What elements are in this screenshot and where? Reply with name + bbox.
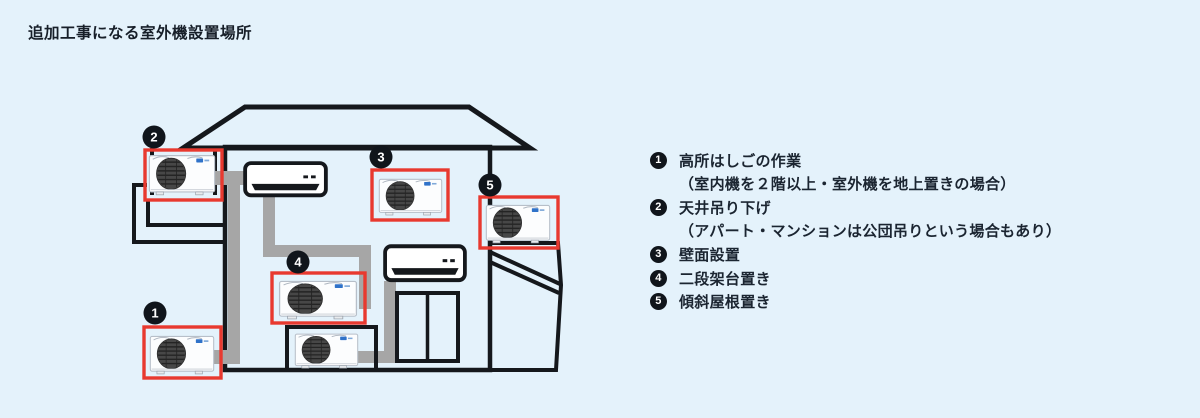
legend-item-3: 3 壁面設置 xyxy=(650,243,1120,267)
window xyxy=(395,291,460,363)
annex-sloped-roof xyxy=(488,241,564,372)
outdoor-unit-3-wall xyxy=(379,179,441,215)
pipe-2f-drop-1 xyxy=(263,191,275,251)
house-diagram: 2 3 5 4 1 xyxy=(132,104,564,380)
legend-marker-5-icon: 5 xyxy=(650,293,667,311)
legend-marker-3-icon: 3 xyxy=(650,246,667,264)
pipe-black-unit2 xyxy=(132,183,225,244)
indoor-unit-2f xyxy=(243,161,328,198)
marker-badge-4: 4 xyxy=(286,250,310,274)
legend-note-1: （室内機を２階以上・室外機を地上置きの場合） xyxy=(679,175,1016,193)
outdoor-unit-4-lower xyxy=(295,334,357,368)
highlight-box-5 xyxy=(478,195,560,250)
pipe-left-riser xyxy=(228,175,240,363)
marker-badge-5: 5 xyxy=(478,173,502,197)
outdoor-unit-5-roof xyxy=(486,205,549,242)
highlight-box-2 xyxy=(143,148,224,202)
legend-item-5: 5 傾斜屋根置き xyxy=(650,290,1120,314)
legend-label-2: 天井吊り下げ xyxy=(679,200,771,218)
legend-label-4: 二段架台置き xyxy=(679,270,771,288)
legend-item-1: 1 高所はしごの作業 xyxy=(650,149,1120,173)
marker-badge-3: 3 xyxy=(369,145,393,169)
pipe-1f-drop xyxy=(384,281,396,357)
svg-text:4: 4 xyxy=(294,255,302,270)
legend: 1 高所はしごの作業 （室内機を２階以上・室外機を地上置きの場合） 2 天井吊り… xyxy=(650,149,1120,314)
two-tier-rack xyxy=(285,325,378,372)
legend-note-2: （アパート・マンションは公団吊りという場合もあり） xyxy=(679,222,1062,240)
pipe-2f-run xyxy=(263,245,371,257)
legend-marker-1-icon: 1 xyxy=(650,152,667,170)
roof xyxy=(174,104,539,151)
highlight-box-1 xyxy=(142,325,223,380)
legend-marker-4-icon: 4 xyxy=(650,269,667,287)
highlight-box-3 xyxy=(370,168,450,222)
outdoor-unit-2-ceiling xyxy=(149,156,214,195)
legend-item-4: 4 二段架台置き xyxy=(650,267,1120,291)
pipe-unit1-stub xyxy=(212,350,240,364)
svg-text:5: 5 xyxy=(486,178,493,193)
svg-text:2: 2 xyxy=(150,130,157,145)
marker-badge-1: 1 xyxy=(143,301,167,325)
indoor-unit-1f xyxy=(385,246,465,280)
legend-item-2: 2 天井吊り下げ xyxy=(650,196,1120,220)
legend-marker-2-icon: 2 xyxy=(650,199,667,217)
svg-text:3: 3 xyxy=(377,150,384,165)
marker-badge-2: 2 xyxy=(142,125,166,149)
legend-label-5: 傾斜屋根置き xyxy=(679,294,771,312)
outdoor-unit-4-upper xyxy=(280,281,357,318)
outdoor-unit-1-ground xyxy=(150,336,213,373)
highlight-box-4 xyxy=(270,271,367,325)
legend-label-3: 壁面設置 xyxy=(679,247,741,265)
svg-text:1: 1 xyxy=(151,306,158,321)
page-title: 追加工事になる室外機設置場所 xyxy=(28,25,253,42)
legend-label-1: 高所はしごの作業 xyxy=(679,153,802,171)
